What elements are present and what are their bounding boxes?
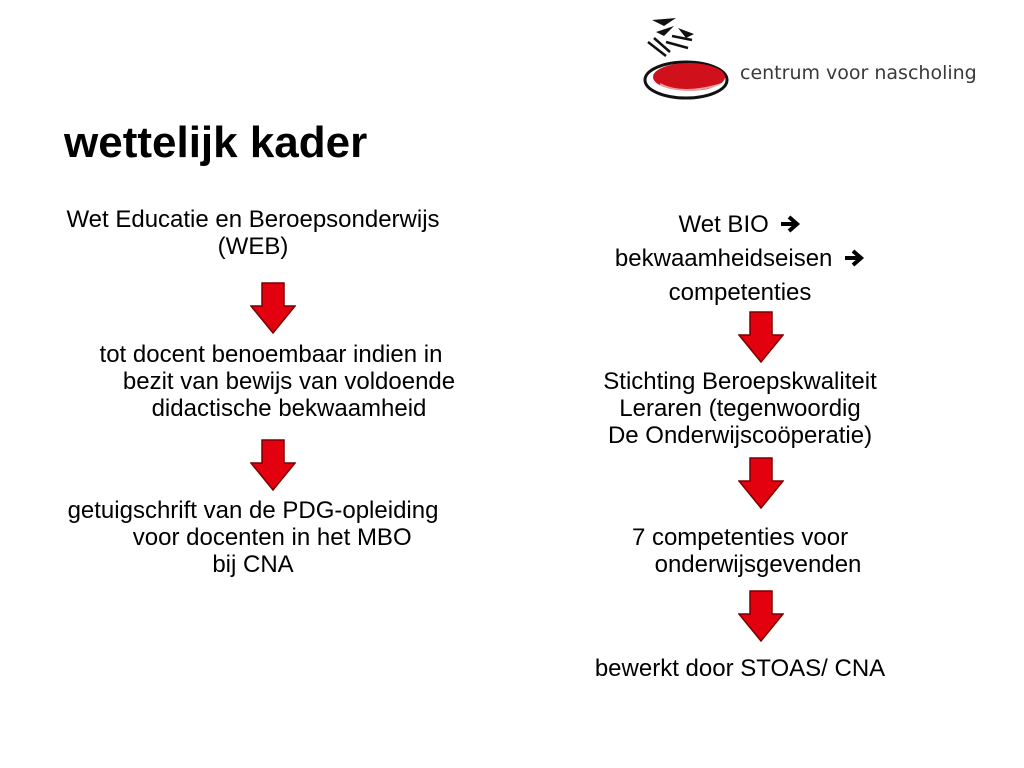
slide-title: wettelijk kader xyxy=(64,118,368,167)
left-text-benoembaar: tot docent benoembaar indien in bezit va… xyxy=(28,341,514,422)
left-text-web: Wet Educatie en Beroepsonderwijs (WEB) xyxy=(28,206,478,260)
right-text-line: competenties xyxy=(668,279,812,306)
right-text-competenties: 7 competenties voor onderwijsgevenden xyxy=(545,524,935,578)
brand-logo: centrum voor nascholing xyxy=(642,14,1002,104)
right-text-line: Leraren (tegenwoordig xyxy=(619,395,861,422)
right-text-stichting: Stichting Beroepskwaliteit Leraren (tege… xyxy=(545,368,935,449)
left-text-line: Wet Educatie en Beroepsonderwijs xyxy=(66,206,440,233)
left-text-line: didactische bekwaamheid xyxy=(151,395,427,422)
right-text-line: Stichting Beroepskwaliteit xyxy=(603,368,877,395)
right-arrow-icon xyxy=(845,249,865,267)
red-down-arrow-icon xyxy=(250,282,296,334)
left-text-line: getuigschrift van de PDG-opleiding xyxy=(67,497,439,524)
red-down-arrow-icon xyxy=(738,457,784,509)
right-text-line: onderwijsgevenden xyxy=(654,551,862,578)
left-text-line: tot docent benoembaar indien in xyxy=(99,341,443,368)
right-text-line: bekwaamheidseisen xyxy=(614,245,833,272)
right-text-line: Wet BIO xyxy=(678,211,769,238)
red-down-arrow-icon xyxy=(738,590,784,642)
right-text-line: De Onderwijscoöperatie) xyxy=(607,422,873,449)
brand-name: centrum voor nascholing xyxy=(740,62,977,84)
right-text-line: 7 competenties voor xyxy=(631,524,849,551)
cnv-logo-icon xyxy=(643,18,729,100)
red-down-arrow-icon xyxy=(738,311,784,363)
right-text-bio: Wet BIO bekwaamheidseisen competenties xyxy=(545,208,935,310)
left-text-getuigschrift: getuigschrift van de PDG-opleiding voor … xyxy=(28,497,478,578)
left-text-line: voor docenten in het MBO xyxy=(132,524,412,551)
left-text-line: bij CNA xyxy=(212,551,294,578)
right-text-stoas: bewerkt door STOAS/ CNA xyxy=(545,655,935,682)
right-arrow-icon xyxy=(781,215,801,233)
left-text-line: (WEB) xyxy=(217,233,289,260)
left-text-line: bezit van bewijs van voldoende xyxy=(122,368,456,395)
right-text-line: bewerkt door STOAS/ CNA xyxy=(594,655,886,682)
red-down-arrow-icon xyxy=(250,439,296,491)
